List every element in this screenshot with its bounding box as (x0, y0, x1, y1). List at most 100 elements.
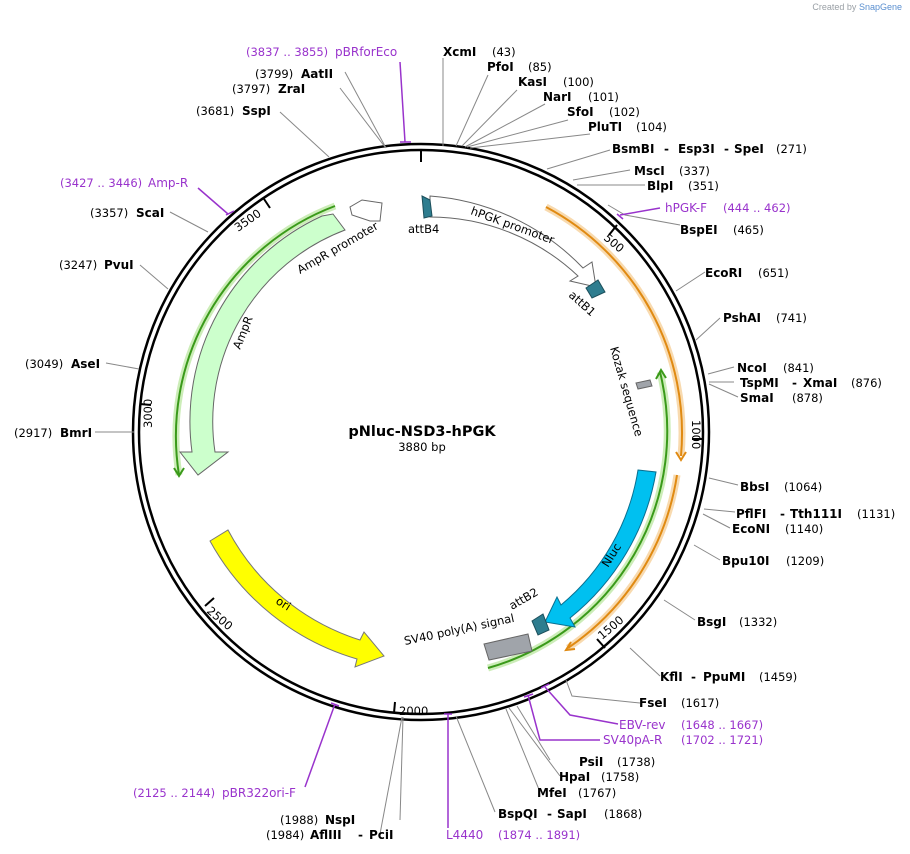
enzyme-ppumi[interactable]: PpuMI (703, 670, 745, 684)
enzyme-ncoi[interactable]: NcoI (737, 361, 767, 375)
enzyme-pcii[interactable]: PciI (369, 828, 394, 842)
tick-2000: 2000 (399, 704, 428, 718)
nluc-feature[interactable] (544, 469, 657, 628)
attb2-feature[interactable] (531, 613, 550, 636)
enzyme-bsmbi[interactable]: BsmBI (612, 142, 654, 156)
enzyme-bpu10i[interactable]: Bpu10I (722, 554, 769, 568)
plasmid-size: 3880 bp (398, 440, 446, 454)
enzyme-spei[interactable]: SpeI (734, 142, 764, 156)
enzyme-ecori[interactable]: EcoRI (705, 266, 742, 280)
enzyme-pluti[interactable]: PluTI (588, 120, 622, 134)
enzyme-asei-pos: (3049) (25, 357, 63, 371)
enzyme-aatii[interactable]: AatII (301, 67, 333, 81)
primer-hpgk-f[interactable]: hPGK-F (665, 201, 707, 215)
enzyme-econi[interactable]: EcoNI (732, 522, 770, 536)
primer-pbr322ori-f[interactable]: pBR322ori-F (222, 786, 296, 800)
credit-text: Created by (812, 2, 857, 12)
enzyme-pflfi[interactable]: PflFI (736, 507, 766, 521)
enzyme-pvui-pos: (3247) (59, 258, 97, 272)
enzyme-pfoi[interactable]: PfoI (487, 60, 514, 74)
enzyme-sfoi-pos: (102) (609, 105, 640, 119)
credit-brand: SnapGene (858, 2, 902, 12)
enzyme-bbsi[interactable]: BbsI (740, 480, 769, 494)
enzyme-bmri-pos: (2917) (14, 426, 52, 440)
enzyme-ecori-pos: (651) (758, 266, 789, 280)
hpgk-promoter-label: hPGK promoter (469, 204, 556, 247)
enzyme-kfli[interactable]: KflI (660, 670, 683, 684)
enzyme-bmri[interactable]: BmrI (60, 426, 92, 440)
attb2-label: attB2 (507, 585, 541, 613)
enzyme-blpi-pos: (351) (688, 179, 719, 193)
attb1-feature[interactable] (585, 279, 606, 299)
ampr-promoter-feature[interactable] (349, 199, 383, 222)
enzyme-kasi-pos: (100) (563, 75, 594, 89)
enzyme-nari-pos: (101) (588, 90, 619, 104)
enzyme-bspei[interactable]: BspEI (680, 223, 718, 237)
svg-text:-: - (780, 507, 785, 521)
enzyme-sfoi[interactable]: SfoI (567, 105, 594, 119)
enzyme-xmai[interactable]: XmaI (803, 376, 837, 390)
primer-ebv-rev[interactable]: EBV-rev (619, 718, 665, 732)
enzyme-bspqi[interactable]: BspQI (498, 807, 538, 821)
enzyme-bspqi-pos: (1868) (604, 807, 642, 821)
enzyme-nspi[interactable]: NspI (325, 813, 355, 827)
sv40-feature[interactable] (483, 633, 533, 661)
primer-pbrforeco[interactable]: pBRforEco (335, 45, 397, 59)
enzyme-fsei[interactable]: FseI (639, 696, 667, 710)
enzyme-zrai-pos: (3797) (232, 82, 270, 96)
kozak-label: Kozak sequence (607, 345, 646, 438)
enzyme-sspi[interactable]: SspI (242, 104, 271, 118)
primer-l4440-pos: (1874 .. 1891) (498, 828, 580, 842)
enzyme-pfoi-pos: (85) (528, 60, 552, 74)
enzyme-pshai-pos: (741) (776, 311, 807, 325)
enzyme-zrai[interactable]: ZraI (278, 82, 305, 96)
svg-text:-: - (691, 670, 696, 684)
enzyme-bbsi-pos: (1064) (784, 480, 822, 494)
tick-3000: 3000 (141, 399, 155, 428)
enzyme-mfei[interactable]: MfeI (537, 786, 567, 800)
enzyme-afliii[interactable]: AflIII (310, 828, 342, 842)
enzyme-mfei-pos: (1767) (578, 786, 616, 800)
enzyme-tspmi[interactable]: TspMI (740, 376, 779, 390)
enzyme-pflfi-pos: (1131) (857, 507, 895, 521)
enzyme-kasi[interactable]: KasI (518, 75, 547, 89)
enzyme-econi-pos: (1140) (785, 522, 823, 536)
ori-label: ori (273, 594, 293, 614)
enzyme-scai[interactable]: ScaI (136, 206, 164, 220)
enzyme-hpai-pos: (1758) (601, 770, 639, 784)
enzyme-bsgi-pos: (1332) (739, 615, 777, 629)
enzyme-sapi[interactable]: SapI (557, 807, 587, 821)
enzyme-nari[interactable]: NarI (543, 90, 572, 104)
enzyme-xcmi[interactable]: XcmI (443, 45, 476, 59)
orange-arc-upper (544, 203, 687, 462)
primer-sv40pa-r[interactable]: SV40pA-R (603, 733, 662, 747)
primer-ampr[interactable]: Amp-R (148, 176, 188, 190)
hpgk-promoter-feature[interactable] (429, 195, 597, 288)
attb4-feature[interactable] (421, 195, 433, 219)
enzyme-scai-pos: (3357) (90, 206, 128, 220)
ori-feature[interactable] (209, 529, 385, 668)
primer-l4440[interactable]: L4440 (446, 828, 483, 842)
enzyme-msci[interactable]: MscI (634, 164, 665, 178)
enzyme-bsgi[interactable]: BsgI (697, 615, 726, 629)
enzyme-smai[interactable]: SmaI (740, 391, 774, 405)
enzyme-hpai[interactable]: HpaI (559, 770, 590, 784)
enzyme-tth111i[interactable]: Tth111I (790, 507, 842, 521)
enzyme-smai-pos: (878) (792, 391, 823, 405)
enzyme-blpi[interactable]: BlpI (647, 179, 673, 193)
enzyme-nspi-pos: (1988) (280, 813, 318, 827)
green-arc-right (487, 368, 671, 672)
enzyme-pvui[interactable]: PvuI (104, 258, 134, 272)
enzyme-asei[interactable]: AseI (71, 357, 100, 371)
primer-sv40pa-r-pos: (1702 .. 1721) (681, 733, 763, 747)
enzyme-aatii-pos: (3799) (255, 67, 293, 81)
enzyme-pshai[interactable]: PshAI (723, 311, 761, 325)
enzyme-psii[interactable]: PsiI (579, 755, 603, 769)
ampr-feature[interactable] (178, 213, 346, 476)
kozak-feature[interactable] (635, 379, 653, 390)
enzyme-esp3i[interactable]: Esp3I (678, 142, 715, 156)
enzyme-kfli-pos: (1459) (759, 670, 797, 684)
enzyme-labels: XcmI (43) PfoI (85) KasI (100) NarI (101… (14, 45, 895, 842)
primer-marks (197, 61, 661, 828)
